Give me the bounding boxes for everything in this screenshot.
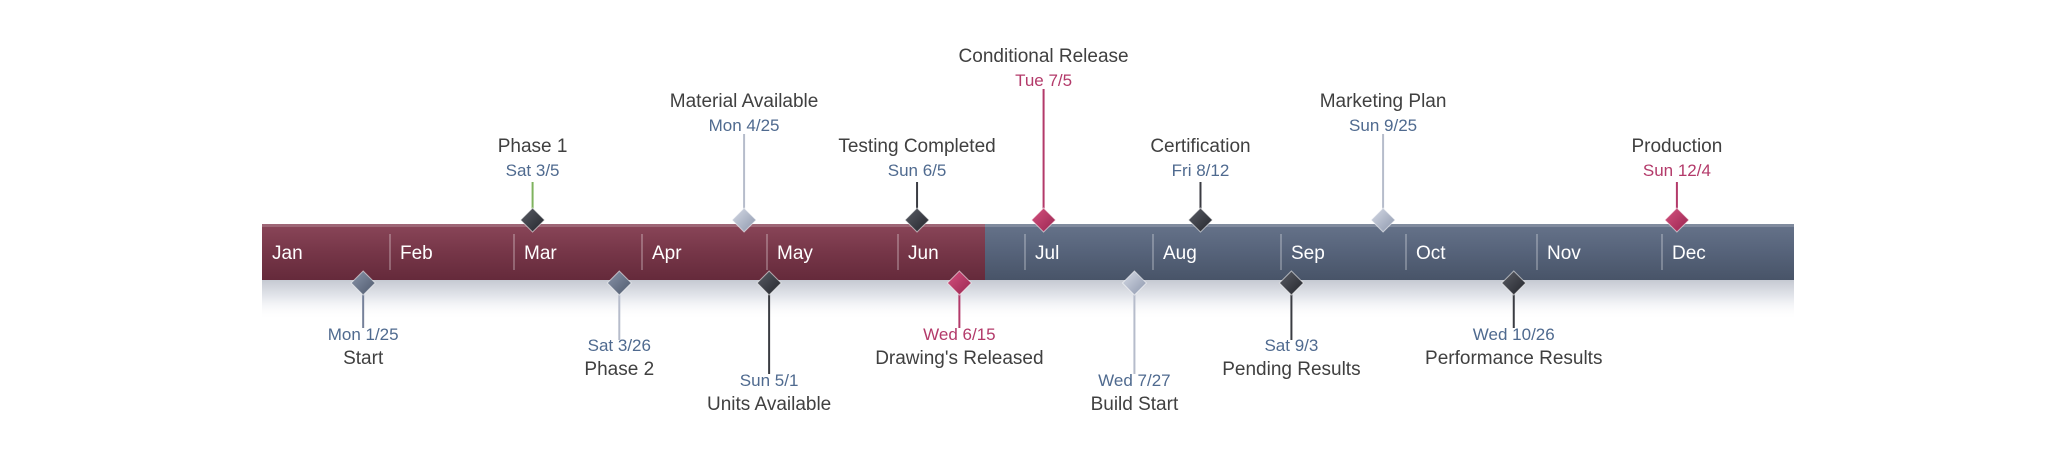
month-labels: Jan Feb Mar Apr May Jun Jul Aug Sep Oct Nov Dec: [272, 234, 1706, 270]
title-drawings-released: Drawing's Released: [875, 348, 1043, 369]
bar-second-half: [985, 224, 1794, 280]
title-material-available: Material Available: [670, 91, 819, 112]
bar-first-half: [262, 224, 985, 280]
diamond-conditional-release: [1030, 207, 1057, 233]
diamond-pending-results: [1278, 270, 1305, 296]
date-performance-results: Wed 10/26: [1473, 325, 1555, 344]
diamond-phase-1: [519, 207, 546, 233]
diamond-start: [350, 270, 376, 296]
month-label: Jul: [1035, 243, 1059, 264]
diamond-testing-completed: [904, 207, 930, 233]
date-pending-results: Sat 9/3: [1264, 336, 1318, 355]
diamond-production: [1664, 207, 1690, 233]
diamond-certification: [1187, 207, 1214, 233]
date-production: Sun 12/4: [1643, 161, 1711, 180]
month-label: Apr: [652, 243, 682, 264]
month-label: Feb: [400, 243, 433, 264]
title-units-available: Units Available: [707, 394, 831, 415]
diamond-performance-results: [1501, 270, 1527, 296]
date-units-available: Sun 5/1: [740, 371, 799, 390]
diamond-units-available: [756, 270, 782, 296]
title-certification: Certification: [1150, 136, 1250, 157]
bar-highlight: [262, 224, 1794, 227]
diamond-marketing-plan: [1370, 207, 1396, 233]
date-conditional-release: Tue 7/5: [1015, 71, 1072, 90]
title-start: Start: [343, 348, 384, 369]
milestone-labels: Sat 3/5 Phase 1 Mon 4/25 Material Available…: [328, 46, 1723, 415]
date-certification: Fri 8/12: [1172, 161, 1230, 180]
title-marketing-plan: Marketing Plan: [1320, 91, 1447, 112]
month-label: Oct: [1416, 243, 1446, 264]
month-label: May: [777, 243, 813, 264]
month-label: Nov: [1547, 243, 1581, 264]
date-phase-2: Sat 3/26: [588, 336, 651, 355]
diamond-material-available: [731, 207, 757, 233]
milestone-diamonds: [350, 207, 1690, 296]
month-label: Aug: [1163, 243, 1197, 264]
title-testing-completed: Testing Completed: [838, 136, 995, 157]
month-label: Dec: [1672, 243, 1706, 264]
title-pending-results: Pending Results: [1222, 359, 1360, 380]
month-label: Jan: [272, 243, 303, 264]
date-testing-completed: Sun 6/5: [888, 161, 947, 180]
title-performance-results: Performance Results: [1425, 348, 1602, 369]
bar-reflection: [262, 280, 1794, 320]
title-build-start: Build Start: [1091, 394, 1179, 415]
diamond-phase-2: [606, 270, 632, 296]
title-phase-2: Phase 2: [584, 359, 654, 380]
date-phase-1: Sat 3/5: [506, 161, 560, 180]
month-label: Mar: [524, 243, 557, 264]
diamond-build-start: [1121, 270, 1148, 296]
date-marketing-plan: Sun 9/25: [1349, 116, 1417, 135]
date-material-available: Mon 4/25: [709, 116, 780, 135]
month-label: Sep: [1291, 243, 1325, 264]
diamond-drawings-released: [946, 270, 973, 296]
date-build-start: Wed 7/27: [1098, 371, 1170, 390]
title-phase-1: Phase 1: [498, 136, 568, 157]
title-conditional-release: Conditional Release: [959, 46, 1129, 67]
month-label: Jun: [908, 243, 939, 264]
title-production: Production: [1631, 136, 1722, 157]
date-drawings-released: Wed 6/15: [923, 325, 995, 344]
date-start: Mon 1/25: [328, 325, 399, 344]
